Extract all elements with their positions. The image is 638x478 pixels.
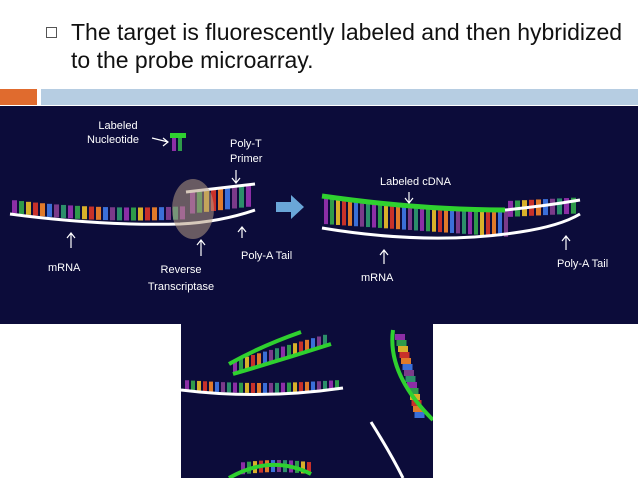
fragment-6-strand	[228, 463, 312, 478]
reverse-transcriptase-shape	[172, 179, 214, 239]
rna-to-cdna-diagram: Labeled Nucleotide Poly-T Primer mRNA Re…	[0, 106, 638, 324]
accent-bar-blue	[41, 89, 638, 105]
fragment-2-strand	[232, 342, 332, 376]
fragment-3-strand	[181, 386, 344, 397]
polya-pointer-arrow-icon	[237, 226, 247, 238]
label-labeled-cdna: Labeled cDNA	[380, 176, 452, 188]
mrna-pointer-arrow-icon	[66, 232, 76, 248]
accent-bar-orange	[0, 89, 37, 105]
square-bullet-icon	[46, 27, 57, 38]
fragments-svg	[181, 329, 433, 478]
label-labeled-nucleotide-line1: Labeled	[98, 120, 137, 132]
hybridized-cdna-fragments-image	[181, 324, 433, 478]
bullet-text: The target is fluorescently labeled and …	[71, 19, 623, 73]
label-poly-t-primer-line1: Poly-T	[230, 138, 262, 150]
fragment-5-strand	[369, 421, 405, 478]
rt-pointer-arrow-icon	[196, 239, 206, 256]
label-poly-t-primer-line2: Primer	[230, 153, 263, 165]
mrna-bases-left	[12, 200, 185, 221]
mrna-strand-right	[321, 212, 581, 240]
bullet-point: The target is fluorescently labeled and …	[46, 18, 626, 74]
label-reverse-transcriptase-line2: Transcriptase	[148, 281, 214, 293]
label-labeled-nucleotide-line2: Nucleotide	[87, 134, 139, 146]
label-mrna-right: mRNA	[361, 272, 394, 284]
primer-pointer-arrow-icon	[231, 170, 241, 184]
labeled-nucleotide-shape	[170, 133, 186, 151]
label-poly-a-tail-left: Poly-A Tail	[241, 250, 292, 262]
labeled-cdna-strand	[321, 193, 506, 213]
fragment-1-strand	[228, 330, 302, 366]
nucleotide-pointer-arrow-icon	[151, 137, 169, 147]
fragment-4-strand	[390, 329, 433, 422]
label-poly-a-tail-right: Poly-A Tail	[557, 258, 608, 270]
label-mrna-left: mRNA	[48, 262, 81, 274]
polya-right-pointer-arrow-icon	[561, 235, 571, 250]
diagram-svg: Labeled Nucleotide Poly-T Primer mRNA Re…	[9, 120, 608, 293]
cdna-pointer-arrow-icon	[404, 192, 414, 204]
process-arrow-icon	[276, 195, 304, 219]
mrna-right-pointer-arrow-icon	[379, 249, 389, 264]
mrna-strand-left	[9, 208, 256, 226]
label-reverse-transcriptase-line1: Reverse	[161, 264, 202, 276]
poly-t-strand-right	[504, 198, 581, 212]
